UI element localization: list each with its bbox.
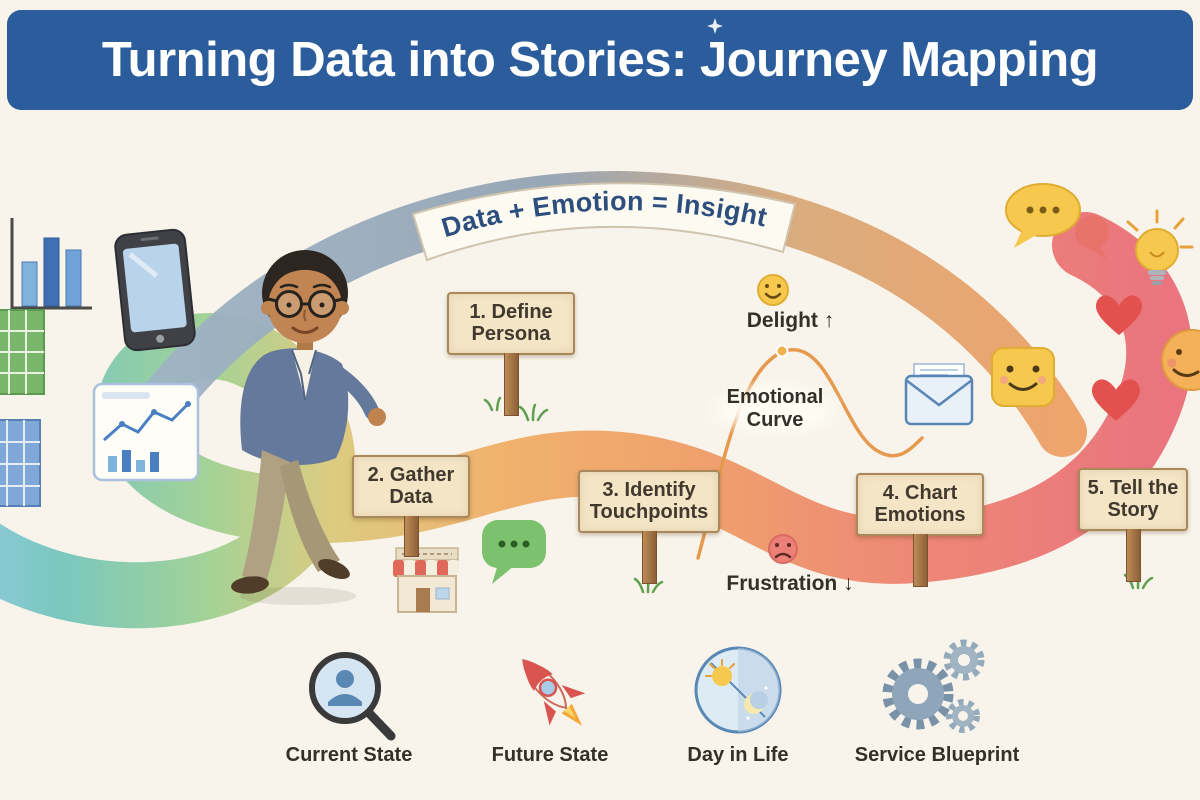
signpost-step-4: 4. Chart Emotions (856, 473, 984, 587)
signpost-step-3: 3. Identify Touchpoints (578, 470, 720, 584)
legend-service-blueprint: Service Blueprint (854, 744, 1020, 766)
step-2-label: 2. Gather Data (352, 455, 470, 518)
sign-post (503, 352, 519, 416)
lightbulb-icon (1126, 209, 1194, 285)
step-5-label: 5. Tell the Story (1078, 468, 1188, 531)
bar-chart-icon (10, 218, 92, 310)
step-1-label: 1. Define Persona (447, 292, 575, 355)
delight-label: Delight ↑ (746, 309, 835, 332)
sign-post (912, 533, 928, 587)
smiley-face-icon (1161, 329, 1200, 391)
legend-future-state: Future State (491, 744, 609, 766)
sign-post (1125, 528, 1141, 582)
step-3-label: 3. Identify Touchpoints (578, 470, 720, 533)
envelope-icon (904, 363, 974, 426)
legend-current-state: Current State (285, 744, 413, 766)
spreadsheet-green-icon (0, 309, 45, 395)
sign-post (641, 530, 657, 584)
speech-bubbles-icon (1005, 183, 1109, 259)
emotional-curve-label: Emotional Curve (708, 381, 842, 437)
emotional-curve (696, 344, 924, 560)
smartphone-icon (114, 228, 196, 352)
sad-face-icon (768, 534, 798, 564)
signpost-step-5: 5. Tell the Story (1078, 468, 1188, 582)
signpost-step-1: 1. Define Persona (447, 292, 575, 416)
step-4-label: 4. Chart Emotions (856, 473, 984, 536)
smiley-square-icon (991, 347, 1055, 407)
heart-icon (1092, 379, 1140, 421)
sparkle-icon (707, 18, 723, 34)
storefront-icon (393, 547, 459, 613)
person-illustration (231, 250, 386, 605)
signpost-step-2: 2. Gather Data (352, 455, 470, 557)
chat-bubble-green-icon (482, 520, 546, 584)
happy-face-icon (757, 274, 789, 306)
day-night-icon (694, 646, 782, 734)
heart-icon (1096, 295, 1142, 336)
page-title: Turning Data into Stories: Journey Mappi… (101, 33, 1099, 87)
curve-peak-dot (775, 344, 789, 358)
magnifier-person-icon (309, 652, 396, 741)
legend-day-in-life: Day in Life (687, 744, 789, 766)
sign-post (403, 515, 419, 557)
frustration-label: Frustration ↓ (726, 572, 854, 595)
spreadsheet-blue-icon (0, 419, 41, 507)
header-banner: Turning Data into Stories: Journey Mappi… (7, 10, 1193, 110)
dashboard-icon (92, 382, 200, 482)
gears-icon (882, 639, 985, 733)
rocket-icon (522, 659, 586, 726)
